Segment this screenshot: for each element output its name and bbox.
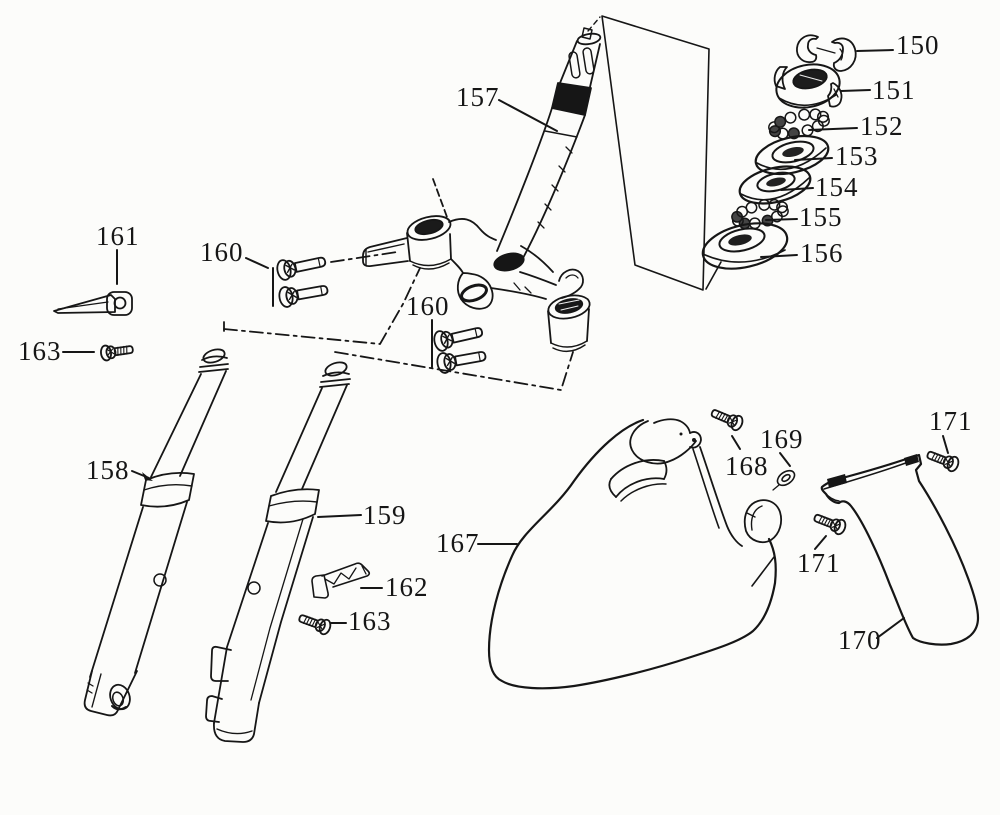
part-169-clip-nut bbox=[772, 469, 796, 491]
part-158-fork-leg-left bbox=[83, 348, 229, 717]
part-label-162: 162 bbox=[385, 572, 429, 602]
part-150-split-cone bbox=[796, 34, 857, 72]
part-label-158: 158 bbox=[86, 455, 130, 485]
part-label-161: 161 bbox=[96, 221, 140, 251]
part-label-156: 156 bbox=[800, 238, 844, 268]
part-152-ball-retainer-upper bbox=[768, 108, 830, 140]
part-label-154: 154 bbox=[815, 172, 859, 202]
part-170-fork-cover bbox=[820, 453, 980, 646]
part-label-157: 157 bbox=[456, 82, 500, 112]
part-label-160-lower: 160 bbox=[406, 291, 450, 321]
part-label-159: 159 bbox=[363, 500, 407, 530]
part-label-163-left: 163 bbox=[18, 336, 62, 366]
part-153-bearing-race-upper bbox=[754, 134, 830, 176]
part-label-152: 152 bbox=[860, 111, 904, 141]
part-label-155: 155 bbox=[799, 202, 843, 232]
part-171-screw-left bbox=[811, 509, 849, 537]
part-label-169: 169 bbox=[760, 424, 804, 454]
part-163-screw-left bbox=[99, 340, 135, 363]
part-160-bolts-upper bbox=[274, 250, 330, 309]
part-label-167: 167 bbox=[436, 528, 480, 558]
triple-clamp-yoke bbox=[362, 215, 591, 353]
part-162-cable-guide bbox=[311, 562, 371, 599]
part-167-front-fender bbox=[487, 418, 783, 690]
part-157-steering-stem bbox=[493, 27, 602, 272]
part-label-160-upper: 160 bbox=[200, 237, 244, 267]
part-label-163-bottom: 163 bbox=[348, 606, 392, 636]
part-label-170: 170 bbox=[838, 625, 882, 655]
part-160-bolts-lower bbox=[431, 320, 488, 375]
part-171-screw-top bbox=[924, 446, 962, 474]
part-159-fork-leg-right bbox=[205, 361, 351, 743]
part-label-151: 151 bbox=[872, 75, 916, 105]
part-154-bearing-race-lower bbox=[738, 165, 812, 205]
part-label-150: 150 bbox=[896, 30, 940, 60]
part-label-168: 168 bbox=[725, 451, 769, 481]
part-161-wedge bbox=[53, 291, 133, 316]
part-151-steering-nut bbox=[773, 63, 843, 109]
ghost-alignment-lines bbox=[223, 178, 574, 391]
leader-lines bbox=[62, 49, 949, 639]
part-163-screw-bottom bbox=[296, 609, 334, 637]
detail-callout-box bbox=[587, 15, 710, 291]
part-label-171-left: 171 bbox=[797, 548, 841, 578]
part-156-dust-seal-race bbox=[701, 222, 789, 290]
part-168-bolt bbox=[708, 404, 746, 433]
part-label-153: 153 bbox=[835, 141, 879, 171]
part-label-171-top: 171 bbox=[929, 406, 973, 436]
